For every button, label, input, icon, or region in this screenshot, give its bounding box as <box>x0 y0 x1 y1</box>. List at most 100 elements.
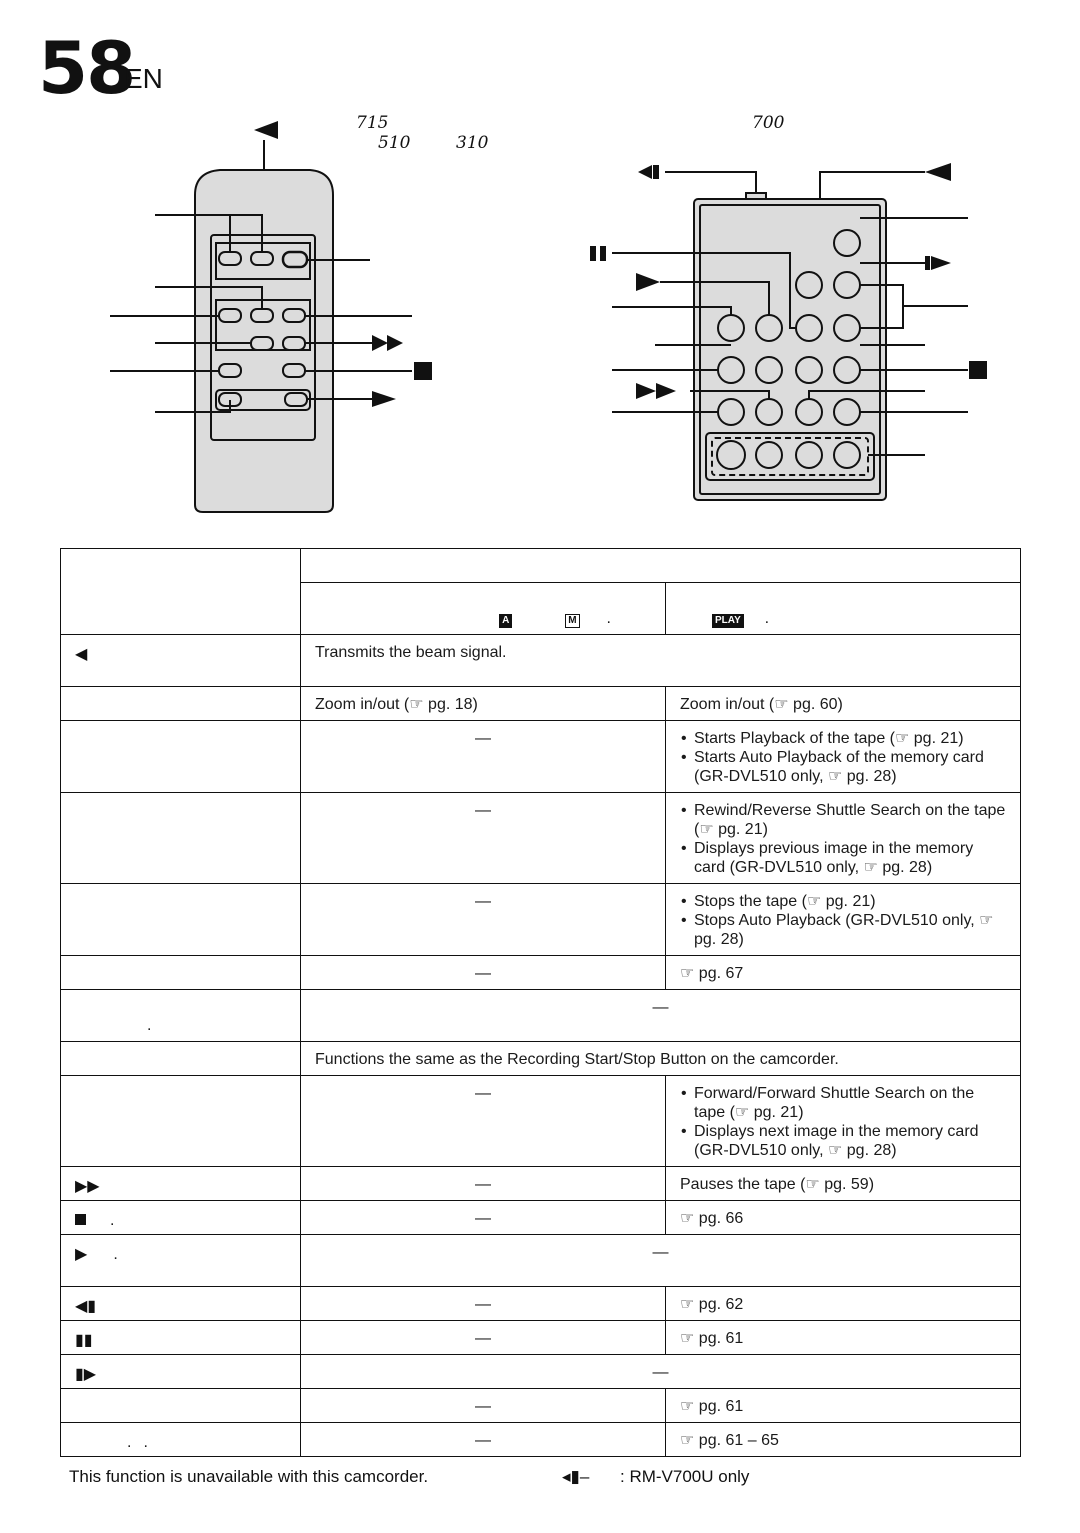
manual-mode-icon: M <box>565 614 580 628</box>
table-row: — Starts Playback of the tape (☞ pg. 21)… <box>60 720 1021 793</box>
list-item: Stops the tape (☞ pg. 21) <box>681 892 1006 911</box>
legend-text: : RM-V700U only <box>620 1467 750 1486</box>
row-label-slow-rewind: ◀▮ <box>60 1286 301 1321</box>
play-icon <box>636 273 660 291</box>
row-label <box>60 883 301 956</box>
pause-icon <box>590 246 596 261</box>
record-cell: — <box>300 1320 666 1355</box>
row-span-cell: — <box>300 1234 1021 1287</box>
row-label-stop: . <box>60 1200 301 1235</box>
row-label <box>60 1388 301 1423</box>
row-label <box>60 1075 301 1167</box>
play-cell: Zoom in/out (☞ pg. 60) <box>665 686 1021 721</box>
table-row: — ☞ pg. 61 <box>60 1388 1021 1423</box>
row-label: .. <box>60 1422 301 1457</box>
play-cell: ☞ pg. 61 <box>665 1388 1021 1423</box>
legend-symbol: ◂▮– <box>562 1467 590 1486</box>
row-label <box>60 720 301 793</box>
play-cell: Pauses the tape (☞ pg. 59) <box>665 1166 1021 1201</box>
table-row: ◀▮ — ☞ pg. 62 <box>60 1286 1021 1321</box>
right-remote <box>612 171 968 501</box>
record-cell: — <box>300 1075 666 1167</box>
table-header-row <box>60 548 1021 635</box>
row-label: . <box>60 989 301 1042</box>
slow-forward-icon <box>925 256 930 270</box>
beam-arrow-icon: ◀ <box>75 646 88 663</box>
model-label-715: 715 <box>356 113 389 133</box>
record-cell: — <box>300 1286 666 1321</box>
header-function-cell <box>300 548 1021 583</box>
mode-dot: . <box>606 610 611 627</box>
row-span-cell: Transmits the beam signal. <box>300 634 1021 687</box>
record-cell: — <box>300 883 666 956</box>
table-row: — Stops the tape (☞ pg. 21) Stops Auto P… <box>60 883 1021 956</box>
play-cell: ☞ pg. 66 <box>665 1200 1021 1235</box>
pause-icon: ▮▮ <box>75 1332 93 1349</box>
list-item: Starts Auto Playback of the memory card … <box>681 748 1006 786</box>
list-item: Stops Auto Playback (GR-DVL510 only, ☞ p… <box>681 911 1006 949</box>
row-label <box>60 792 301 884</box>
auto-mode-icon: A <box>499 614 513 628</box>
row-label-fast-forward: ▶▶ <box>60 1166 301 1201</box>
label-dot: . <box>147 1017 152 1034</box>
table-row: — Rewind/Reverse Shuttle Search on the t… <box>60 792 1021 884</box>
label-dot: . <box>127 1434 132 1451</box>
record-cell: — <box>300 1422 666 1457</box>
table-row: . — <box>60 989 1021 1042</box>
play-cell: Starts Playback of the tape (☞ pg. 21) S… <box>665 720 1021 793</box>
table-row: — Forward/Forward Shuttle Search on the … <box>60 1075 1021 1167</box>
row-span-cell: — <box>300 1354 1021 1389</box>
play-icon: ▶ <box>75 1246 88 1263</box>
header-label-cell <box>60 548 301 635</box>
play-mode-header: PLAY . <box>665 582 1021 635</box>
row-label <box>60 1041 301 1076</box>
play-cell: ☞ pg. 61 – 65 <box>665 1422 1021 1457</box>
play-icon <box>372 391 396 407</box>
model-label-310: 310 <box>456 133 489 153</box>
table-row: ▮▶ — <box>60 1354 1021 1389</box>
model-label-700: 700 <box>752 113 785 133</box>
table-row: . — ☞ pg. 66 <box>60 1200 1021 1235</box>
row-label-slow-forward: ▮▶ <box>60 1354 301 1389</box>
list-item: Starts Playback of the tape (☞ pg. 21) <box>681 729 1006 748</box>
row-label <box>60 955 301 990</box>
row-label-play: ▶. <box>60 1234 301 1287</box>
row-label-beam: ◀ <box>60 634 301 687</box>
record-cell: — <box>300 720 666 793</box>
table-row: — ☞ pg. 67 <box>60 955 1021 990</box>
list-item: Forward/Forward Shuttle Search on the ta… <box>681 1084 1006 1122</box>
play-cell: ☞ pg. 62 <box>665 1286 1021 1321</box>
fast-forward-icon <box>372 335 388 351</box>
table-row: ▮▮ — ☞ pg. 61 <box>60 1320 1021 1355</box>
record-cell: — <box>300 792 666 884</box>
table-row: ◀ Transmits the beam signal. <box>60 634 1021 687</box>
play-cell: Stops the tape (☞ pg. 21) Stops Auto Pla… <box>665 883 1021 956</box>
function-table: A M . PLAY . ◀ Transmits the beam signal… <box>60 548 1021 1457</box>
record-cell: — <box>300 1200 666 1235</box>
play-cell: ☞ pg. 61 <box>665 1320 1021 1355</box>
record-mode-header: A M . <box>300 582 666 635</box>
list-item: Displays next image in the memory card (… <box>681 1122 1006 1160</box>
slow-forward-icon: ▮▶ <box>75 1366 97 1383</box>
label-dot: . <box>110 1212 115 1229</box>
play-mode-icon: PLAY <box>712 614 744 628</box>
record-cell: Zoom in/out (☞ pg. 18) <box>300 686 666 721</box>
slow-rewind-icon: ◀▮ <box>75 1298 97 1315</box>
table-row: .. — ☞ pg. 61 – 65 <box>60 1422 1021 1457</box>
table-row: Zoom in/out (☞ pg. 18) Zoom in/out (☞ pg… <box>60 686 1021 721</box>
slow-rewind-icon <box>638 165 652 179</box>
beam-arrow-icon <box>254 121 278 139</box>
table-row: ▶. — <box>60 1234 1021 1287</box>
model-label-510: 510 <box>378 133 411 153</box>
stop-icon <box>969 361 987 379</box>
label-dot: . <box>113 1246 118 1263</box>
play-cell: Forward/Forward Shuttle Search on the ta… <box>665 1075 1021 1167</box>
fast-forward-icon <box>636 383 656 399</box>
table-row: ▶▶ — Pauses the tape (☞ pg. 59) <box>60 1166 1021 1201</box>
record-cell: — <box>300 955 666 990</box>
record-cell: — <box>300 1166 666 1201</box>
play-cell: ☞ pg. 67 <box>665 955 1021 990</box>
list-item: Rewind/Reverse Shuttle Search on the tap… <box>681 801 1006 839</box>
stop-icon <box>75 1214 86 1225</box>
list-item: Displays previous image in the memory ca… <box>681 839 1006 877</box>
